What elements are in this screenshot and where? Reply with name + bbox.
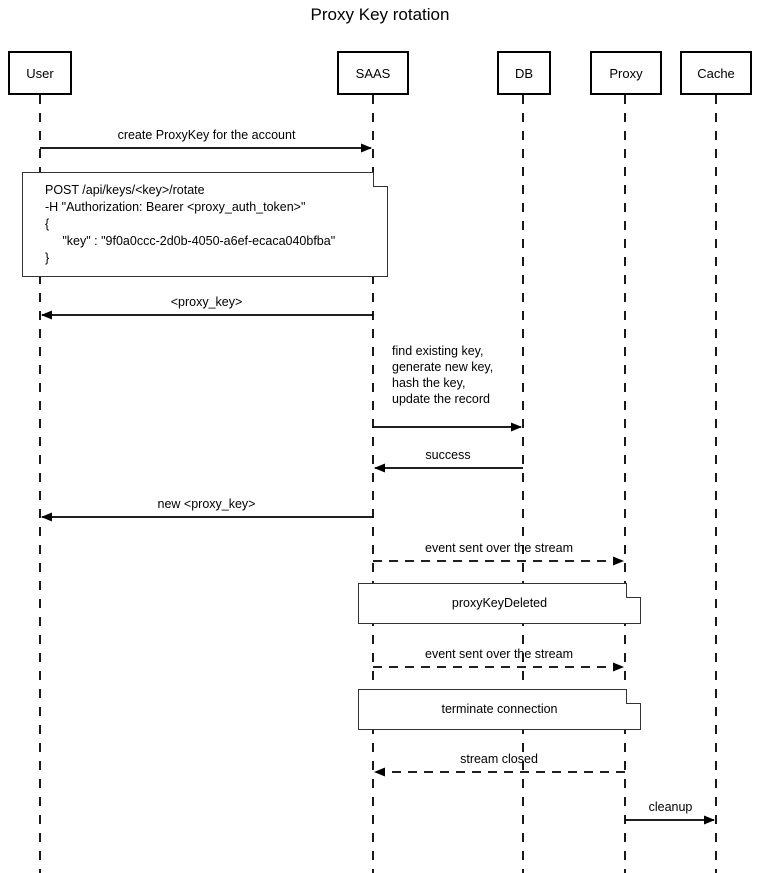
request-note: POST /api/keys/<key>/rotate -H "Authoriz… [22,172,388,277]
terminate-connection-note: terminate connection [358,689,641,730]
participant-user[interactable]: User [8,51,72,95]
message-label-0: create ProxyKey for the account [117,128,296,142]
message-label-4: new <proxy_key> [157,497,256,511]
note-fold-triangle-icon [374,172,388,186]
message-label-1: <proxy_key> [170,295,243,309]
saas-processing-note: find existing key, generate new key, has… [392,344,494,406]
message-label-7: stream closed [460,752,538,766]
participant-db[interactable]: DB [497,51,551,95]
participant-label: Cache [697,65,735,81]
proxy-key-deleted-note: proxyKeyDeleted [358,583,641,624]
participant-label: DB [514,65,534,81]
participant-saas[interactable]: SAAS [337,51,409,95]
proxy-key-deleted-note-text: proxyKeyDeleted [451,596,548,610]
note-fold-triangle-icon [627,583,641,597]
message-arrows [40,143,715,825]
participant-label: SAAS [355,65,391,81]
message-label-6: event sent over the stream [425,647,573,661]
participant-label: Proxy [609,65,643,81]
page-title: Proxy Key rotation [310,5,450,24]
request-note-text: POST /api/keys/<key>/rotate -H "Authoriz… [45,183,336,265]
participant-label: User [26,65,54,81]
participant-proxy[interactable]: Proxy [590,51,662,95]
message-label-8: cleanup [648,800,693,814]
message-label-3: success [425,448,471,462]
note-fold-triangle-icon [627,689,641,703]
message-label-5: event sent over the stream [425,541,573,555]
participant-cache[interactable]: Cache [680,51,752,95]
terminate-connection-note-text: terminate connection [441,702,558,716]
